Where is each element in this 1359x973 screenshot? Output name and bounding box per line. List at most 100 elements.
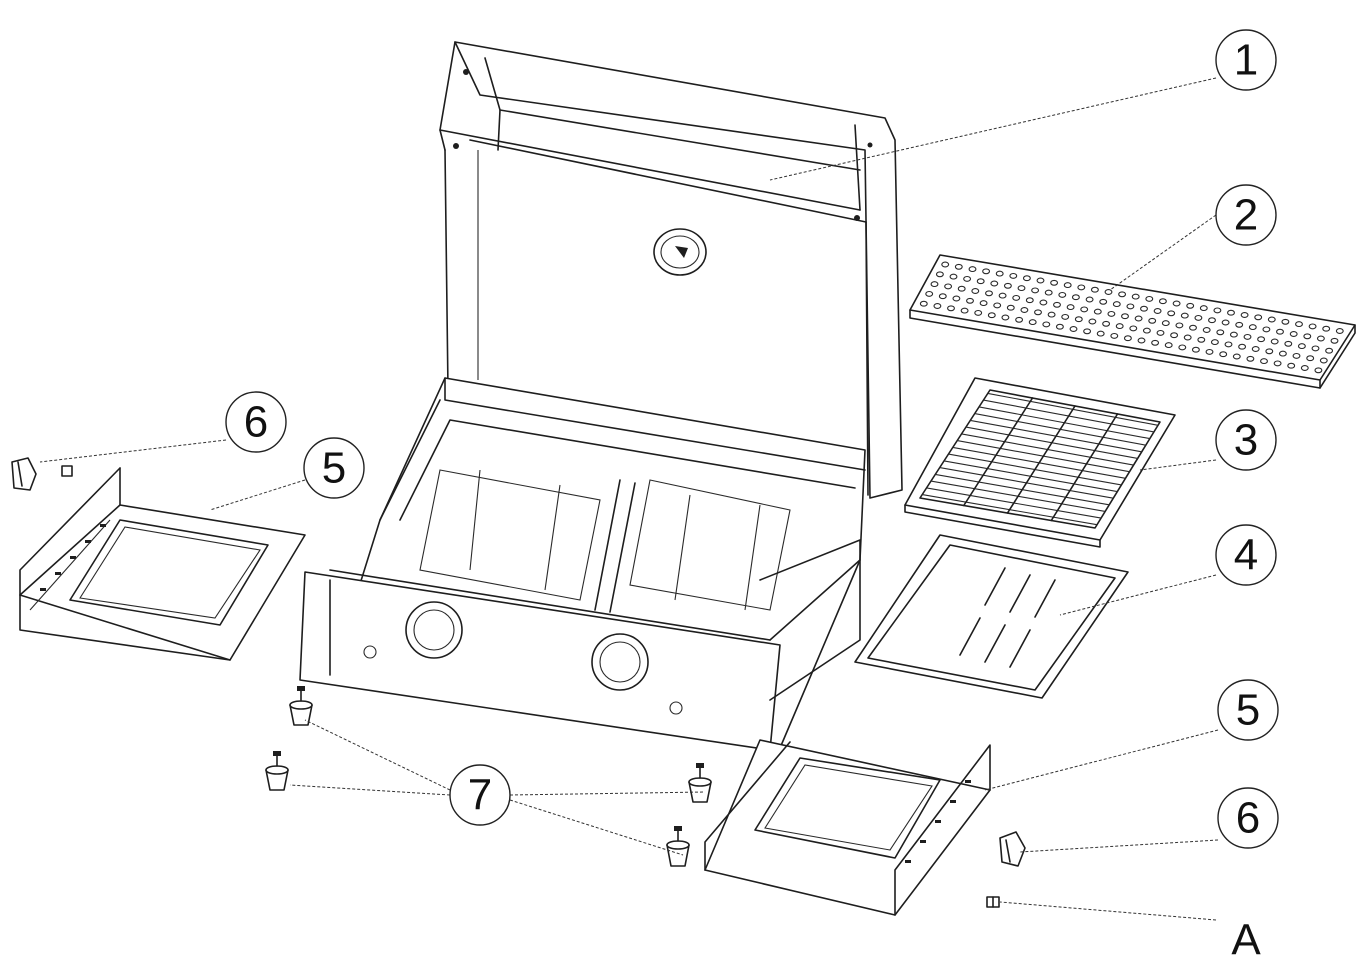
rack-hole (1137, 337, 1146, 344)
rack-hole (1243, 333, 1252, 340)
rack-hole (1330, 337, 1339, 344)
rack-hole (1167, 310, 1176, 317)
rack-hole (1140, 305, 1148, 312)
rack-hole (1295, 321, 1303, 328)
rack-hole (1083, 328, 1092, 335)
rack-hole (1102, 320, 1111, 327)
callout-4: 4 (1215, 524, 1277, 586)
callout-2-label: 2 (1234, 191, 1258, 240)
rack-hole (1287, 362, 1296, 369)
rack-hole (1311, 345, 1320, 352)
rack-hole (960, 307, 969, 314)
callout-1-label: 1 (1234, 36, 1258, 85)
rack-hole (990, 280, 999, 287)
rack-hole (1148, 317, 1157, 324)
rack-hole (1229, 331, 1238, 338)
rack-hole (1314, 367, 1323, 374)
rack-hole (982, 268, 991, 275)
callout-5-left-label: 5 (322, 444, 346, 493)
rack-hole (1161, 320, 1170, 327)
rack-hole (1189, 324, 1197, 331)
rack-hole (1325, 347, 1334, 354)
rack-hole (993, 302, 1002, 309)
rack-hole (938, 293, 947, 300)
rack-hole (1335, 328, 1344, 334)
rack-hole (1069, 326, 1078, 332)
rack-hole (957, 285, 966, 292)
rack-hole (1028, 319, 1037, 326)
rack-hole (968, 266, 977, 273)
grate-cross-bar (1050, 413, 1119, 522)
callout-6-left-label: 6 (244, 398, 268, 447)
rack-hole (1071, 294, 1080, 301)
callout-5-right: 5 (1217, 679, 1279, 741)
rack-hole (1099, 298, 1108, 305)
rack-hole (1131, 293, 1140, 300)
rack-hole (1096, 330, 1105, 337)
rack-hole (974, 309, 983, 316)
rack-hole (1297, 343, 1306, 350)
callout-3: 3 (1215, 409, 1277, 471)
callout-6-right-label: 6 (1236, 794, 1260, 843)
rack-hole (1126, 303, 1135, 310)
rack-hole (1085, 296, 1094, 303)
rack-hole (1216, 329, 1225, 336)
rack-hole (1118, 291, 1127, 298)
rack-hole (1164, 342, 1173, 349)
foot-2 (265, 751, 289, 791)
rack-hole (1156, 329, 1165, 336)
rack-hole (1257, 336, 1266, 343)
rack-hole (1267, 316, 1276, 323)
rack-hole (1180, 312, 1189, 319)
callout-a-label: A (1231, 916, 1261, 965)
rack-hole (1183, 334, 1192, 341)
rack-hole (1278, 350, 1287, 357)
rack-hole (1186, 302, 1195, 309)
rack-hole (1273, 360, 1282, 367)
rack-hole (985, 290, 993, 297)
rack-hole (1142, 327, 1151, 334)
rack-hole (1219, 351, 1228, 358)
rack-hole (941, 261, 950, 268)
callout-1: 1 (1215, 29, 1277, 91)
foot-1 (289, 686, 313, 726)
rack-hole (1175, 322, 1184, 329)
rack-hole (1308, 323, 1317, 330)
rack-hole (1232, 353, 1241, 360)
rack-hole (1289, 331, 1298, 337)
rack-hole (1265, 348, 1274, 355)
rack-hole (1112, 301, 1121, 308)
rack-hole (1145, 295, 1154, 302)
rack-hole (1306, 355, 1315, 362)
callout-3-label: 3 (1234, 416, 1258, 465)
rack-hole (1221, 319, 1230, 326)
rack-hole (1319, 357, 1328, 364)
rack-hole (1205, 348, 1214, 355)
rack-hole (1270, 338, 1279, 345)
callout-5-right-label: 5 (1236, 686, 1260, 735)
rack-hole (1047, 311, 1056, 318)
heat-plate (854, 534, 1129, 699)
rack-hole (1080, 306, 1089, 313)
rack-hole (1199, 305, 1208, 312)
rack-hole (1260, 358, 1268, 365)
rack-hole (1151, 339, 1160, 346)
rack-hole (935, 271, 944, 278)
rack-hole (919, 300, 928, 307)
rack-hole (1292, 352, 1301, 359)
screw-a (986, 896, 1000, 908)
rack-hole (1036, 277, 1045, 284)
rack-hole (925, 290, 934, 297)
grill-lid (439, 41, 903, 499)
rack-hole (949, 273, 958, 280)
rack-hole (995, 270, 1004, 277)
rack-hole (1153, 308, 1162, 314)
rack-hole (1001, 314, 1010, 321)
rack-hole (1262, 326, 1271, 333)
rack-hole (1015, 316, 1024, 323)
rack-hole (1017, 285, 1026, 292)
rack-hole (1254, 314, 1263, 321)
rack-hole (1088, 318, 1097, 325)
rack-hole (1012, 294, 1021, 301)
